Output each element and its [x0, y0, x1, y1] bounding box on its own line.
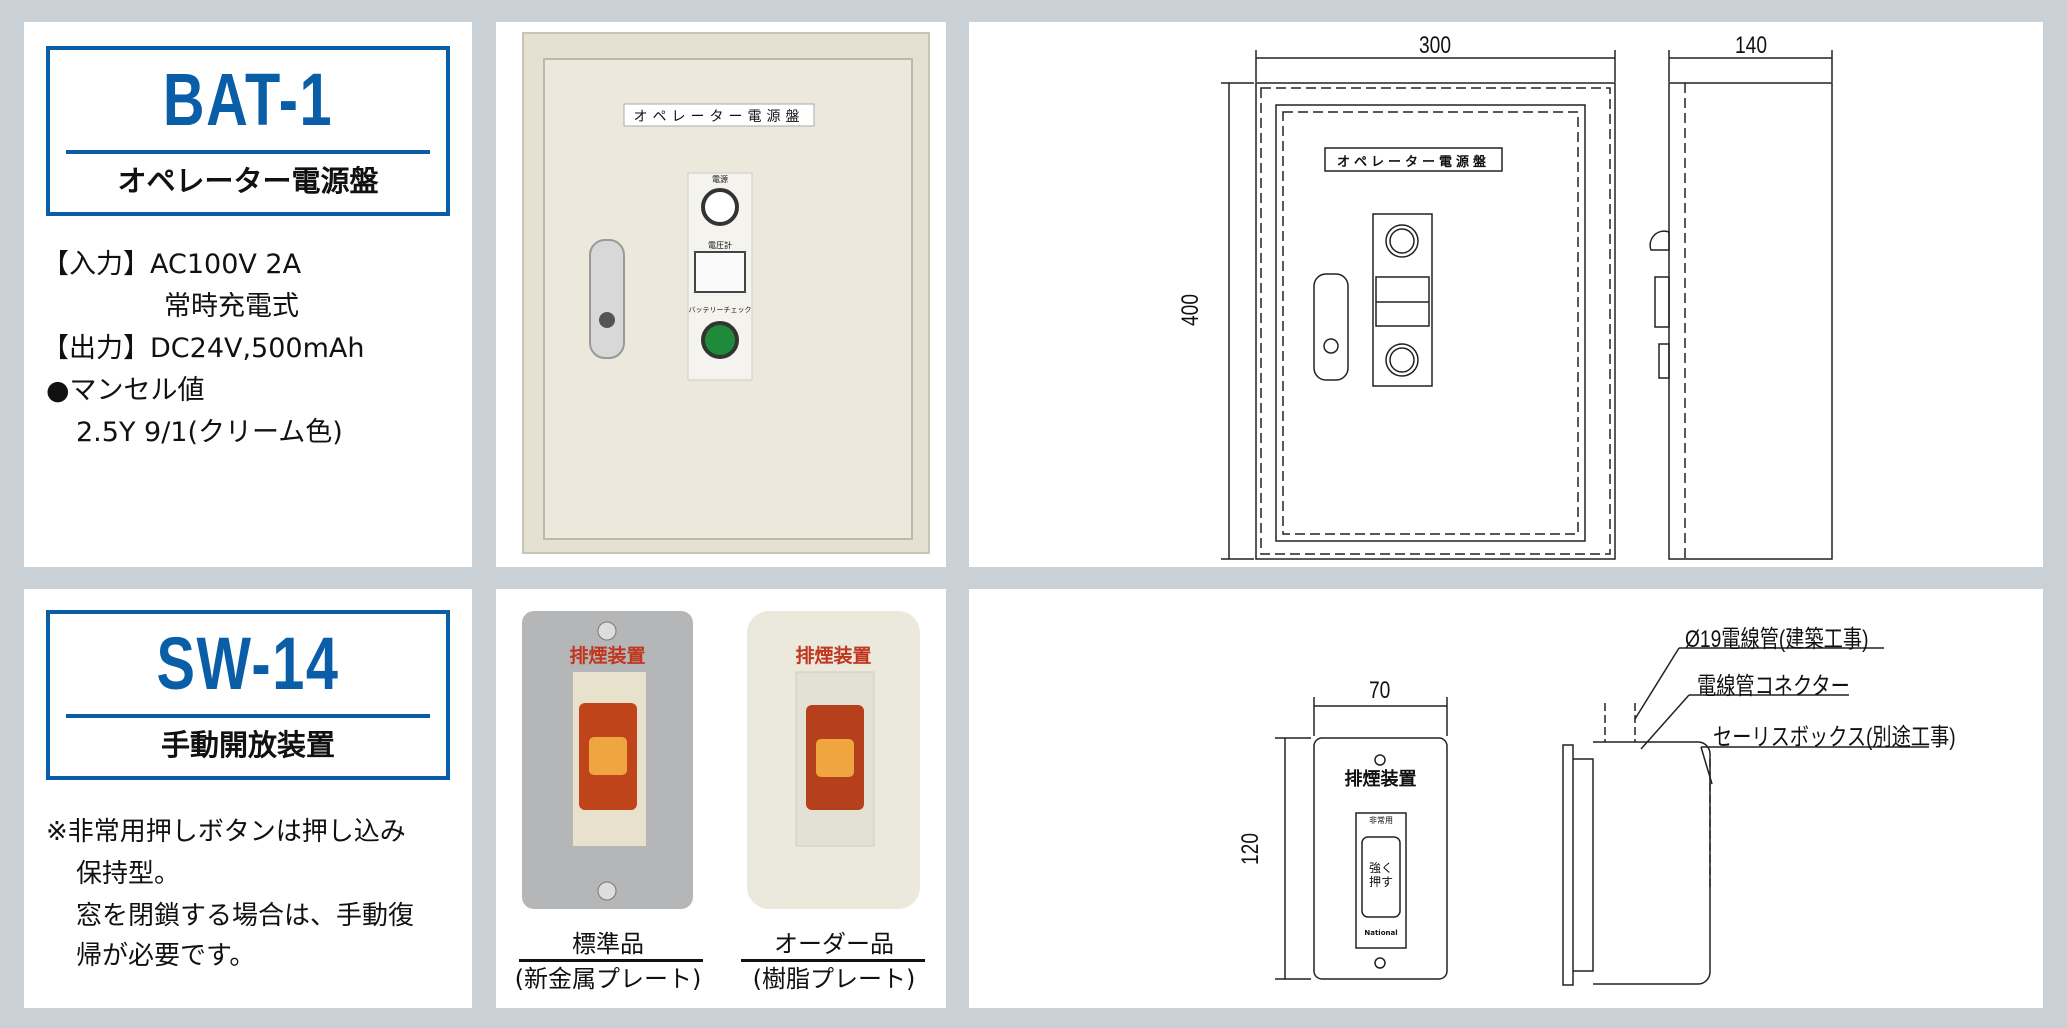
switch-drawing	[1275, 647, 1929, 986]
label-voltmeter: 電圧計	[708, 241, 732, 250]
plate-label: 排煙装置	[795, 645, 872, 667]
product-title: オーダー品	[774, 930, 894, 958]
note-line: 帰が必要です。	[76, 941, 256, 971]
sw14-title-box: SW-14 手動開放装置	[46, 610, 450, 780]
spec-input: 【入力】AC100V 2A	[42, 249, 302, 280]
sw14-name: 手動開放装置	[160, 728, 335, 762]
note-line: ※非常用押しボタンは押し込み	[46, 817, 406, 847]
bat1-photo-panel: オペレーター電源盤 電源 電圧計 バッテリーチェック	[496, 22, 946, 567]
product-subtitle: (樹脂プレート)	[752, 965, 916, 993]
bat1-drawing-panel: 300 140 400 オペレーター電源盤	[969, 22, 2043, 567]
caption-rule	[519, 959, 703, 962]
drawing-label: オペレーター電源盤	[1336, 155, 1490, 170]
dim-height: 400	[1177, 293, 1204, 326]
note-line: 窓を閉鎖する場合は、手動復	[76, 901, 415, 931]
drawing-button-label: 強く押す	[1368, 861, 1393, 889]
spec-munsell-label: ●マンセル値	[46, 375, 205, 406]
caption-rule	[741, 959, 925, 962]
sw14-spec-panel: SW-14 手動開放装置 ※非常用押しボタンは押し込み 保持型。 窓を閉鎖する場…	[24, 589, 472, 1008]
dim-height: 120	[1237, 832, 1264, 865]
cabinet-photo	[522, 32, 930, 554]
label-battery-check: バッテリーチェック	[688, 306, 752, 314]
callout-connector: 電線管コネクター	[1697, 673, 1850, 700]
spec-munsell-value: 2.5Y 9/1(クリーム色)	[76, 417, 343, 448]
product-title: 標準品	[572, 930, 644, 958]
drawing-emergency-label: 非常用	[1369, 816, 1393, 825]
label-power: 電源	[712, 175, 728, 184]
spec-charge: 常時充電式	[164, 291, 299, 322]
switch-photos	[522, 611, 920, 909]
bat1-model: BAT-1	[162, 58, 334, 141]
sw14-model: SW-14	[156, 622, 340, 705]
divider	[66, 150, 430, 154]
drawing-plate-label: 排煙装置	[1344, 769, 1417, 790]
callout-conduit: Ø19電線管(建築工事)	[1685, 626, 1869, 653]
cabinet-drawing	[1221, 50, 1833, 560]
bat1-name: オペレーター電源盤	[117, 164, 379, 198]
dim-width: 70	[1369, 677, 1391, 704]
divider	[66, 714, 430, 718]
plate-label: 排煙装置	[569, 645, 646, 667]
spec-output: 【出力】DC24V,500mAh	[42, 333, 365, 364]
product-subtitle: (新金属プレート)	[514, 965, 702, 993]
callout-box: セーリスボックス(別途工事)	[1713, 724, 1956, 751]
dim-depth: 140	[1735, 32, 1768, 59]
note-line: 保持型。	[76, 859, 181, 889]
sw14-photo-panel: 排煙装置 排煙装置 標準品 (新金属プレート) オーダー品 (樹脂プレート)	[496, 589, 946, 1008]
bat1-title-box: BAT-1 オペレーター電源盤	[46, 46, 450, 216]
bat1-spec-panel: BAT-1 オペレーター電源盤 【入力】AC100V 2A 常時充電式 【出力】…	[24, 22, 472, 567]
cabinet-label: オペレーター電源盤	[633, 109, 805, 125]
drawing-brand: National	[1364, 929, 1398, 937]
sw14-drawing-panel: 70 120 排煙装置 非常用 強く押す National Ø19電線管(建築工…	[969, 589, 2043, 1008]
dim-width: 300	[1419, 32, 1452, 59]
